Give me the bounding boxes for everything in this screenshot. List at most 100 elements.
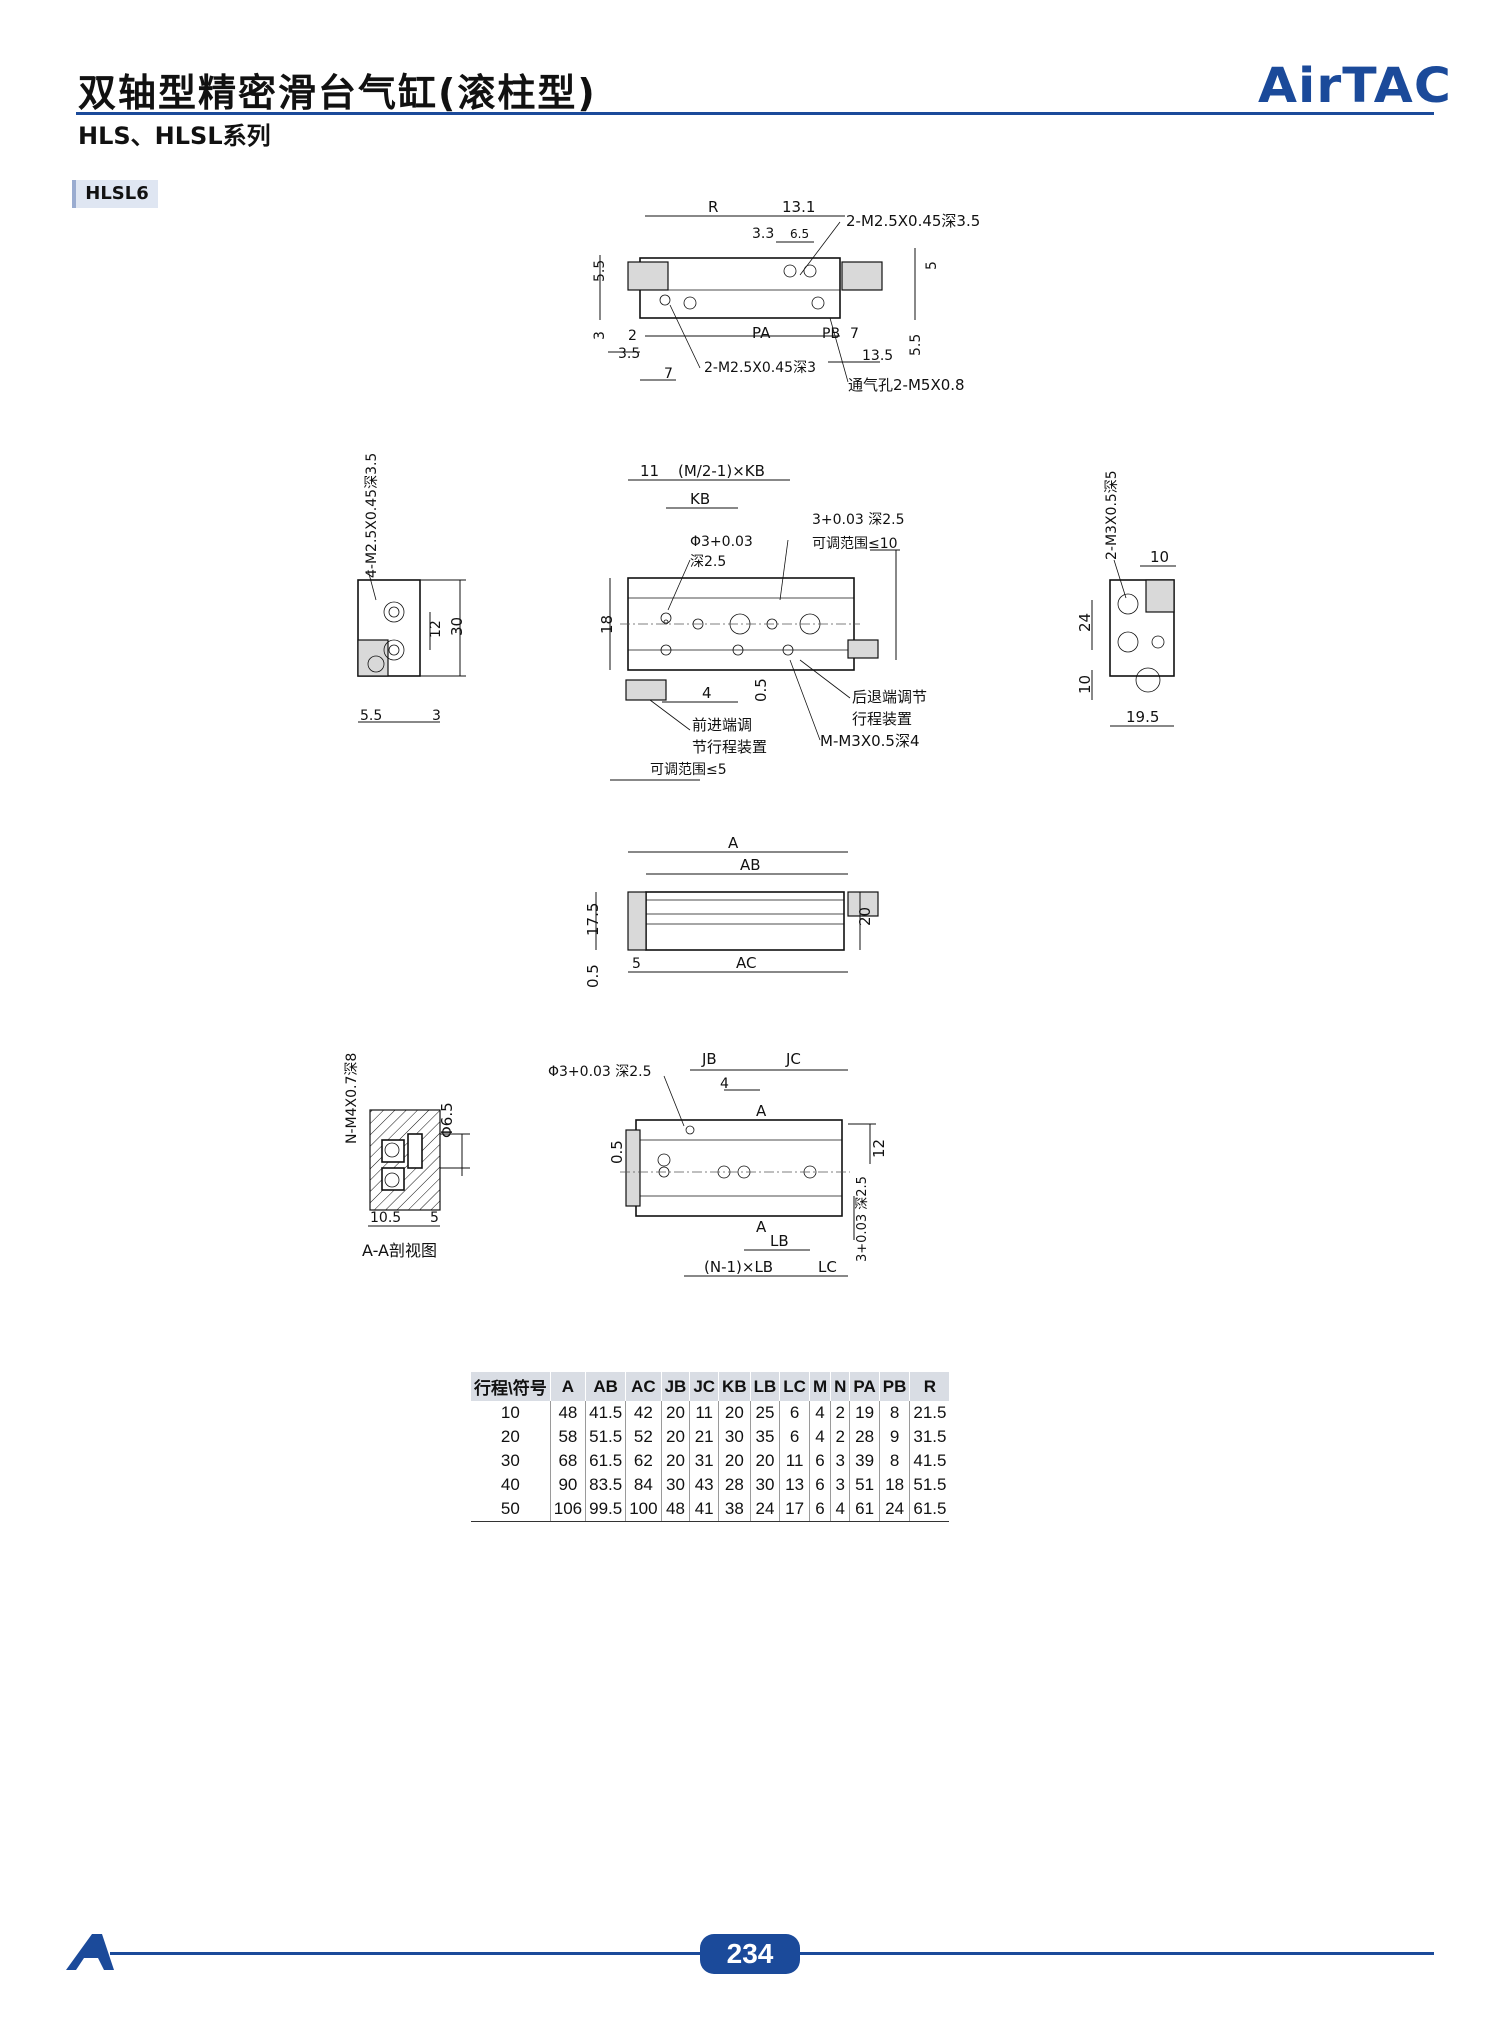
dim-AC: AC bbox=[736, 954, 756, 972]
front-adjust-label2: 节行程装置 bbox=[692, 738, 767, 756]
spec-header-cell: KB bbox=[718, 1372, 751, 1401]
spec-header-cell: 行程\符号 bbox=[471, 1372, 551, 1401]
dim-19-5: 19.5 bbox=[1126, 708, 1159, 726]
range-5: 可调范围≤5 bbox=[650, 761, 727, 778]
dim-LC: LC bbox=[818, 1258, 837, 1276]
spec-header-cell: PB bbox=[879, 1372, 911, 1401]
brand-logo: AirTAC bbox=[1258, 58, 1452, 114]
bottom-hole-label: Φ3+0.03 深2.5 bbox=[548, 1064, 652, 1080]
m-tap-label: M-M3X0.5深4 bbox=[820, 732, 920, 750]
spec-value-cell: 4 bbox=[809, 1401, 832, 1425]
vent-label: 通气孔2-M5X0.8 bbox=[848, 376, 965, 394]
dim-11: 11 bbox=[640, 462, 659, 480]
spec-header-cell: PA bbox=[849, 1372, 880, 1401]
dim-3: 3 bbox=[592, 331, 608, 340]
stroke-cell: 50 bbox=[471, 1497, 551, 1522]
side-view: A AB 17.5 20 0.5 5 AC bbox=[584, 834, 879, 988]
spec-value-cell: 99.5 bbox=[585, 1497, 627, 1522]
tap-top-label: 2-M2.5X0.45深3.5 bbox=[846, 212, 980, 230]
front-hole-b1: Φ3+0.03 bbox=[690, 534, 753, 550]
spec-value-cell: 8 bbox=[879, 1401, 911, 1425]
dim-PA: PA bbox=[752, 324, 771, 342]
spec-value-cell: 35 bbox=[750, 1425, 781, 1449]
dim-3-left: 3 bbox=[432, 708, 441, 724]
dim-3-5: 3.5 bbox=[618, 346, 640, 362]
front-adjust-label: 前进端调 bbox=[692, 716, 752, 734]
spec-value-cell: 17 bbox=[779, 1497, 810, 1522]
spec-value-cell: 21.5 bbox=[913, 1403, 947, 1422]
spec-value-cell: 52 bbox=[625, 1425, 662, 1449]
dim-5-5: 5.5 bbox=[360, 708, 382, 724]
front-view: 11 (M/2-1)×KB KB 3+0.03 深2.5 可调范围≤10 Φ3+… bbox=[598, 462, 927, 781]
dim-5-5b: 5.5 bbox=[908, 334, 924, 356]
spec-value-cell: 62 bbox=[625, 1449, 662, 1473]
spec-value-cell: 38 bbox=[718, 1497, 751, 1522]
dim-10-5: 10.5 bbox=[370, 1210, 401, 1226]
spec-value-cell: 30 bbox=[750, 1473, 781, 1497]
bottom-view: Φ3+0.03 深2.5 JB JC 4 A 0.5 12 3+0.03 深2.… bbox=[548, 1050, 888, 1277]
spec-header-cell: JB bbox=[661, 1372, 691, 1401]
spec-value-cell: 21 bbox=[689, 1425, 720, 1449]
spec-value-cell: 4 bbox=[830, 1497, 851, 1522]
spec-header-cell: AC bbox=[625, 1372, 662, 1401]
spec-value-cell: 61 bbox=[849, 1497, 880, 1522]
dim-A: A bbox=[728, 834, 739, 852]
stroke-cell: 30 bbox=[471, 1449, 551, 1473]
dim-7a: 7 bbox=[850, 326, 859, 342]
dim-4-bottom: 4 bbox=[720, 1076, 729, 1092]
spec-value-cell: 39 bbox=[849, 1449, 880, 1473]
rear-adjust-label: 后退端调节 bbox=[852, 688, 927, 706]
spec-value-cell: 48 bbox=[550, 1401, 587, 1425]
spec-value-cell: 41.5 bbox=[913, 1451, 947, 1470]
front-hole-a: 3+0.03 深2.5 bbox=[812, 512, 905, 528]
dim-17-5: 17.5 bbox=[584, 903, 602, 936]
stroke-cell: 40 bbox=[471, 1473, 551, 1497]
spec-value-cell: 28 bbox=[718, 1473, 751, 1497]
header-rule bbox=[76, 112, 1434, 115]
section-mark-a-top: A bbox=[756, 1102, 767, 1120]
dim-20: 20 bbox=[856, 907, 874, 926]
dim-JC: JC bbox=[785, 1050, 801, 1068]
dim-12: 12 bbox=[428, 620, 444, 638]
spec-value-cell: 2 bbox=[830, 1425, 851, 1449]
dim-M-KB: (M/2-1)×KB bbox=[678, 462, 765, 480]
dim-R: R bbox=[708, 198, 718, 216]
dim-KB: KB bbox=[690, 490, 710, 508]
spec-header-cell: LB bbox=[750, 1372, 781, 1401]
dim-4: 4 bbox=[702, 684, 712, 702]
spec-value-cell: 51.5 bbox=[913, 1475, 947, 1494]
dim-0-5-bottom: 0.5 bbox=[608, 1140, 626, 1164]
dim-13-1: 13.1 bbox=[782, 198, 815, 216]
footer-logo-icon bbox=[66, 1934, 114, 1970]
spec-header-cell: A bbox=[550, 1372, 587, 1401]
spec-value-cell: 19 bbox=[849, 1401, 880, 1425]
spec-header-cell: N bbox=[830, 1372, 851, 1401]
spec-value-cell: 6 bbox=[809, 1497, 832, 1522]
spec-value-cell: 41.5 bbox=[585, 1401, 627, 1425]
spec-value-cell: 31 bbox=[689, 1449, 720, 1473]
spec-value-cell: 61.5 bbox=[909, 1497, 950, 1522]
spec-value-cell: 51.5 bbox=[585, 1425, 627, 1449]
spec-value-cell: 28 bbox=[849, 1425, 880, 1449]
left-end-view: 4-M2.5X0.45深3.5 12 30 5.5 3 bbox=[357, 453, 466, 724]
spec-value-cell: 6 bbox=[809, 1449, 832, 1473]
dim-10a: 10 bbox=[1150, 548, 1169, 566]
spec-header-cell: LC bbox=[779, 1372, 810, 1401]
spec-value-cell: 106 bbox=[550, 1497, 587, 1522]
page-number: 234 bbox=[700, 1934, 800, 1974]
spec-value-cell: 20 bbox=[718, 1449, 751, 1473]
spec-value-cell: 25 bbox=[750, 1401, 781, 1425]
dim-5: 5 bbox=[924, 261, 940, 270]
dim-PB: PB bbox=[822, 326, 840, 342]
stroke-cell: 10 bbox=[471, 1401, 551, 1425]
spec-value-cell: 48 bbox=[661, 1497, 691, 1522]
dim-6-5: 6.5 bbox=[790, 227, 809, 241]
dim-7b: 7 bbox=[664, 366, 673, 382]
